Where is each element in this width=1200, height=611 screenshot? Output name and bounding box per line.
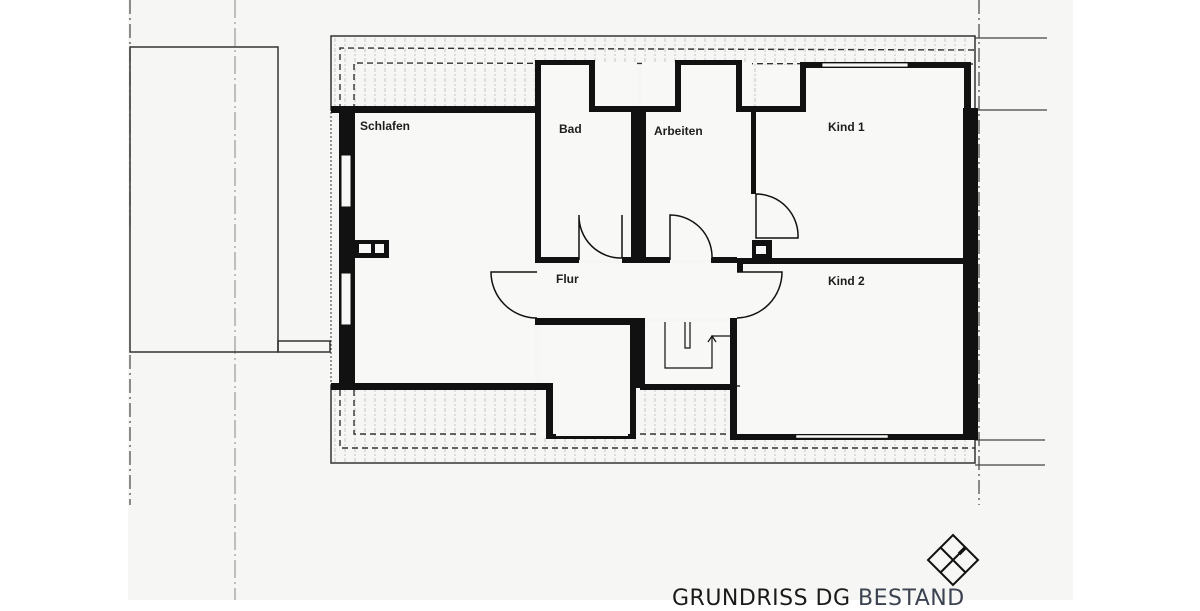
room-label-flur: Flur: [556, 272, 579, 286]
neighbouring-building: [129, 46, 331, 353]
room-label-bad: Bad: [559, 122, 582, 136]
room-label-schlafen: Schlafen: [360, 119, 411, 133]
drawing-title: GRUNDRISS DG BESTAND: [672, 586, 965, 611]
room-label-kind-2: Kind 2: [828, 274, 865, 288]
door-swings: [490, 193, 799, 319]
reference-lines: [129, 0, 1047, 600]
walls: [331, 60, 978, 440]
room-label-arbeiten: Arbeiten: [654, 124, 703, 138]
title-suffix: BESTAND: [858, 586, 965, 611]
staircase: [664, 322, 730, 369]
north-arrow-diamond-icon: [926, 533, 980, 587]
room-label-kind-1: Kind 1: [828, 120, 865, 134]
title-main: GRUNDRISS DG: [672, 586, 851, 611]
room-fills: [355, 62, 965, 437]
